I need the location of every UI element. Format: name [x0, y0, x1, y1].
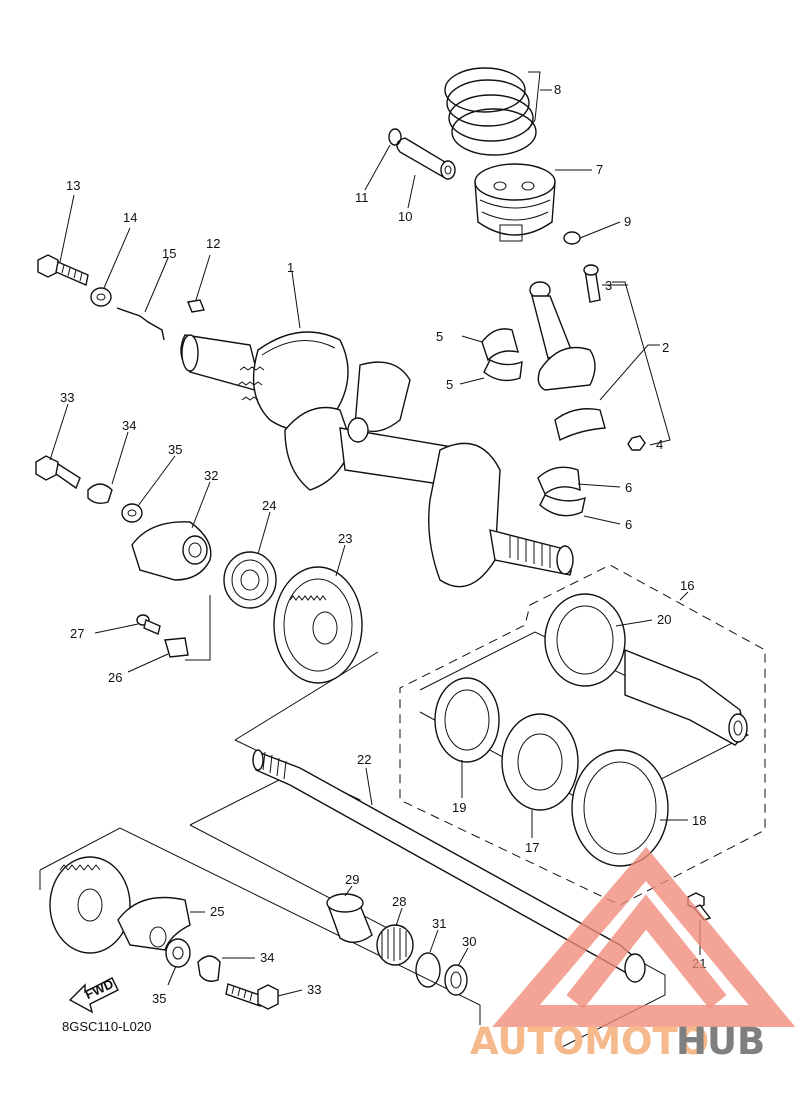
piston-pin-clip-9[interactable]: [563, 231, 581, 245]
label-35b: 35: [152, 991, 166, 1006]
needle-bearing-28[interactable]: [376, 924, 414, 966]
big-end-bearing-lower[interactable]: [483, 359, 523, 382]
collar-29[interactable]: [326, 893, 373, 943]
housing-18[interactable]: [571, 749, 669, 867]
label-25: 25: [210, 904, 224, 919]
shaft-16[interactable]: [624, 648, 748, 746]
gear-23[interactable]: [273, 566, 363, 684]
plate-15[interactable]: [116, 307, 165, 341]
oil-seal-19[interactable]: [434, 677, 500, 763]
label-2: 2: [662, 340, 669, 355]
bolt-33-lower[interactable]: [225, 983, 279, 1010]
bolt-27[interactable]: [136, 614, 161, 635]
watermark-triangle-outer: [492, 846, 796, 1027]
label-26: 26: [108, 670, 122, 685]
connecting-rod[interactable]: [529, 264, 671, 451]
main-bearing-upper[interactable]: [537, 466, 581, 496]
label-5b: 5: [446, 377, 453, 392]
label-13: 13: [66, 178, 80, 193]
label-6b: 6: [625, 517, 632, 532]
label-12: 12: [206, 236, 220, 251]
key-12[interactable]: [187, 299, 205, 313]
label-7: 7: [596, 162, 603, 177]
label-18: 18: [692, 813, 706, 828]
label-28: 28: [392, 894, 406, 909]
oil-seal-20[interactable]: [544, 593, 626, 687]
label-34b: 34: [260, 950, 274, 965]
gear-primary[interactable]: [49, 856, 131, 954]
crankshaft-assembly[interactable]: [180, 331, 574, 588]
bolt-33-upper[interactable]: [35, 455, 81, 490]
piston-pin[interactable]: [396, 137, 456, 180]
watermark-text-b: HUB: [676, 1020, 765, 1063]
washer-35-upper[interactable]: [121, 503, 143, 523]
label-15: 15: [162, 246, 176, 261]
bearing-17[interactable]: [501, 713, 579, 811]
label-20: 20: [657, 612, 671, 627]
washer-14[interactable]: [90, 287, 112, 307]
label-8: 8: [554, 82, 561, 97]
label-33a: 33: [60, 390, 74, 405]
watermark-text-a: AUTOMOTO: [470, 1020, 709, 1063]
label-16: 16: [680, 578, 694, 593]
label-27: 27: [70, 626, 84, 641]
fwd-arrow-icon: FWD: [68, 976, 119, 1014]
balancer-weight-32[interactable]: [131, 521, 212, 581]
label-33b: 33: [307, 982, 321, 997]
washer-35-lower[interactable]: [165, 938, 191, 968]
watermark-triangle-inner: [566, 894, 727, 1009]
label-23: 23: [338, 531, 352, 546]
label-34a: 34: [122, 418, 136, 433]
label-4: 4: [656, 437, 663, 452]
washer-30[interactable]: [444, 964, 468, 996]
bolt-13[interactable]: [37, 254, 89, 286]
shaft-22[interactable]: [252, 749, 646, 983]
label-31: 31: [432, 916, 446, 931]
piston-pin-clip-11[interactable]: [388, 128, 402, 146]
part-labels: 1 2 3 4 5 5 6 6 7 8 9 10 11 12 13 14 15 …: [60, 82, 706, 1006]
label-32: 32: [204, 468, 218, 483]
watermark-logo: AUTOMOTO HUB: [470, 846, 796, 1063]
lock-washer-34-upper[interactable]: [87, 483, 113, 505]
label-9: 9: [624, 214, 631, 229]
label-17: 17: [525, 840, 539, 855]
label-3: 3: [605, 278, 612, 293]
label-11: 11: [355, 190, 369, 205]
label-24: 24: [262, 498, 276, 513]
label-1: 1: [287, 260, 294, 275]
label-10: 10: [398, 209, 412, 224]
label-6a: 6: [625, 480, 632, 495]
balancer-weight-25[interactable]: [117, 896, 191, 951]
label-22: 22: [357, 752, 371, 767]
lock-washer-34-lower[interactable]: [197, 955, 221, 982]
label-30: 30: [462, 934, 476, 949]
label-35a: 35: [168, 442, 182, 457]
main-bearing-lower[interactable]: [539, 494, 586, 517]
plate-26[interactable]: [164, 637, 189, 658]
label-19: 19: [452, 800, 466, 815]
label-14: 14: [123, 210, 137, 225]
piston[interactable]: [474, 163, 556, 242]
big-end-bearing-upper[interactable]: [481, 328, 519, 362]
piston-rings[interactable]: [444, 67, 537, 156]
label-29: 29: [345, 872, 359, 887]
bearing-24[interactable]: [223, 551, 277, 609]
label-5a: 5: [436, 329, 443, 344]
diagram-code: 8GSC110-L020: [62, 1019, 151, 1034]
circlip-31[interactable]: [415, 952, 441, 988]
